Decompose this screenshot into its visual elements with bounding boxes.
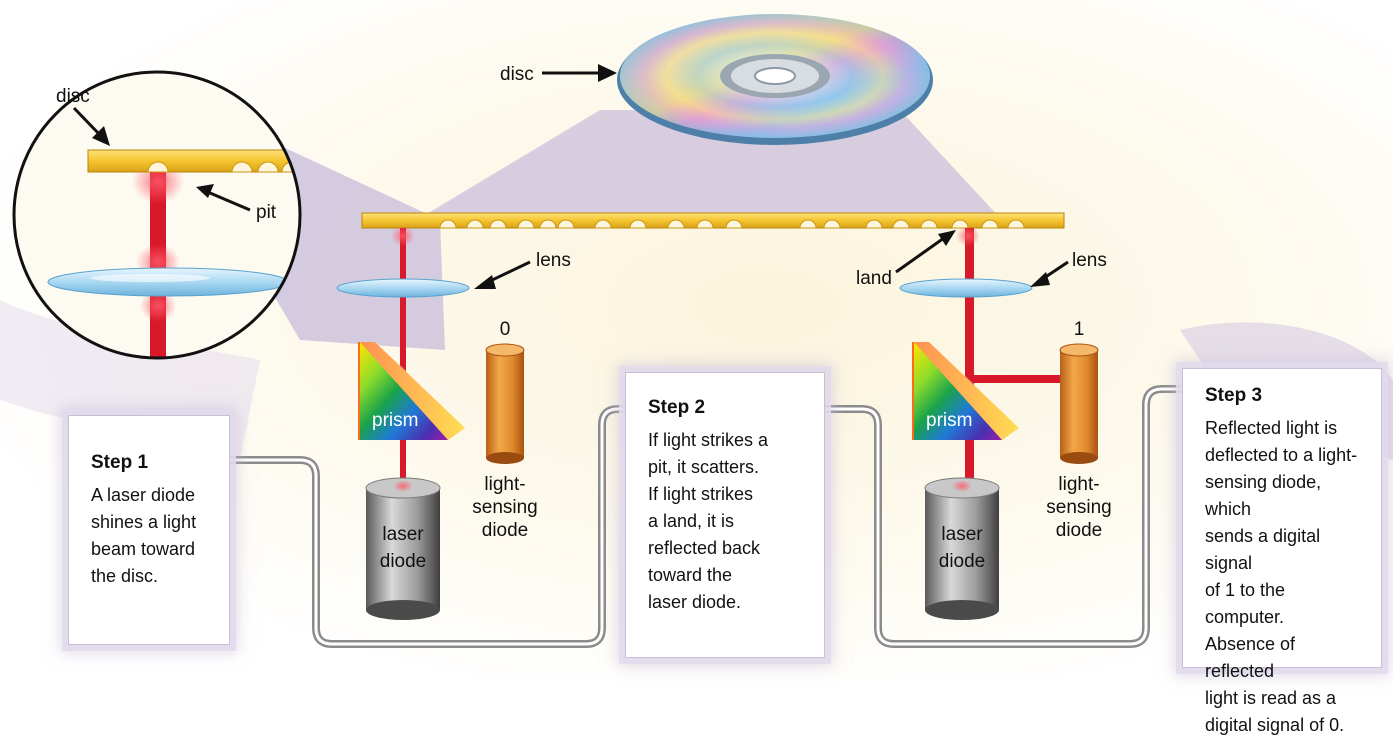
laser-right-label-1: laser xyxy=(941,524,983,545)
prism-left-label: prism xyxy=(372,410,418,431)
step-2-line: toward the xyxy=(648,565,733,585)
disc-zoom-arrow xyxy=(72,106,102,137)
step-2-line: laser diode. xyxy=(648,592,742,612)
sensor-left-value: 0 xyxy=(500,319,511,340)
step-1-title: Step 1 xyxy=(91,452,155,474)
step-1-line: the disc. xyxy=(91,566,159,586)
land-arrow xyxy=(895,236,945,274)
step-3-text: Reflected light is deflected to a light-… xyxy=(1205,415,1365,739)
step-2-text: If light strikes a pit, it scatters. If … xyxy=(648,427,808,616)
step-3-line: Absence of reflected xyxy=(1205,634,1296,681)
disc-strip xyxy=(361,212,1065,229)
laser-left-label-1: laser xyxy=(382,524,424,545)
laser-right-label-2: diode xyxy=(939,551,986,572)
sensor-right-label-2: sensing xyxy=(1046,497,1112,518)
sensor-right-label-3: diode xyxy=(1056,520,1103,541)
step-2-callout: Step 2 If light strikes a pit, it scatte… xyxy=(625,372,825,658)
step-3-line: digital signal of 0. xyxy=(1205,715,1345,735)
disc-shadow xyxy=(420,110,1000,218)
disc-top-label: disc xyxy=(500,64,534,85)
sensor-left-label-1: light- xyxy=(484,474,525,495)
disc-graphic xyxy=(617,14,933,145)
step-3-line: light is read as a xyxy=(1205,688,1337,708)
step-1-text: A laser diode shines a light beam toward… xyxy=(91,482,213,590)
connectors xyxy=(174,385,1202,648)
lens-left-label: lens xyxy=(536,250,571,271)
step-3-callout: Step 3 Reflected light is deflected to a… xyxy=(1182,368,1382,735)
step-1-line: A laser diode xyxy=(91,485,196,505)
laser-left-label-2: diode xyxy=(380,551,427,572)
laser-diode-left xyxy=(365,477,441,620)
sensor-left-label-2: sensing xyxy=(472,497,538,518)
land-label: land xyxy=(856,268,892,289)
prism-left xyxy=(358,342,465,440)
zoom-circle xyxy=(12,70,302,360)
sensor-right-label-1: light- xyxy=(1058,474,1099,495)
sensor-left-label-3: diode xyxy=(482,520,529,541)
step-2-line: a land, it is xyxy=(648,511,735,531)
beam-left xyxy=(400,228,406,478)
prism-right xyxy=(912,342,1019,440)
optical-disc-diagram: disc lens xyxy=(0,0,1393,679)
step-1-line: beam toward xyxy=(91,539,196,559)
step-1-callout: Step 1 A laser diode shines a light beam… xyxy=(68,415,230,645)
prism-right-label: prism xyxy=(926,410,972,431)
sensor-right xyxy=(1059,343,1099,464)
step-3-line: Reflected light is xyxy=(1205,418,1338,438)
lens-right-arrow xyxy=(1043,260,1069,280)
step-3-line: of 1 to the computer. xyxy=(1205,580,1286,627)
lens-right-label: lens xyxy=(1072,250,1107,271)
lens-right xyxy=(899,278,1033,298)
step-3-line: sends a digital signal xyxy=(1205,526,1321,573)
step-3-line: sensing diode, which xyxy=(1205,472,1322,519)
lens-left-arrow xyxy=(487,260,531,284)
pit-arrow xyxy=(209,191,251,212)
step-2-line: reflected back xyxy=(648,538,761,558)
step-3-title: Step 3 xyxy=(1205,385,1269,407)
step-2-title: Step 2 xyxy=(648,397,712,419)
sensor-left xyxy=(485,343,525,464)
disc-zoom-label: disc xyxy=(56,86,90,107)
step-1-line: shines a light xyxy=(91,512,197,532)
sensor-right-value: 1 xyxy=(1074,319,1085,340)
step-2-line: If light strikes a xyxy=(648,430,769,450)
step-2-line: If light strikes xyxy=(648,484,754,504)
beam-right xyxy=(965,228,974,478)
step-2-line: pit, it scatters. xyxy=(648,457,760,477)
pit-label: pit xyxy=(256,202,277,223)
lens-left xyxy=(336,278,470,298)
beam-reflected xyxy=(965,375,1080,383)
laser-diode-right xyxy=(924,477,1000,620)
step-3-line: deflected to a light- xyxy=(1205,445,1358,465)
